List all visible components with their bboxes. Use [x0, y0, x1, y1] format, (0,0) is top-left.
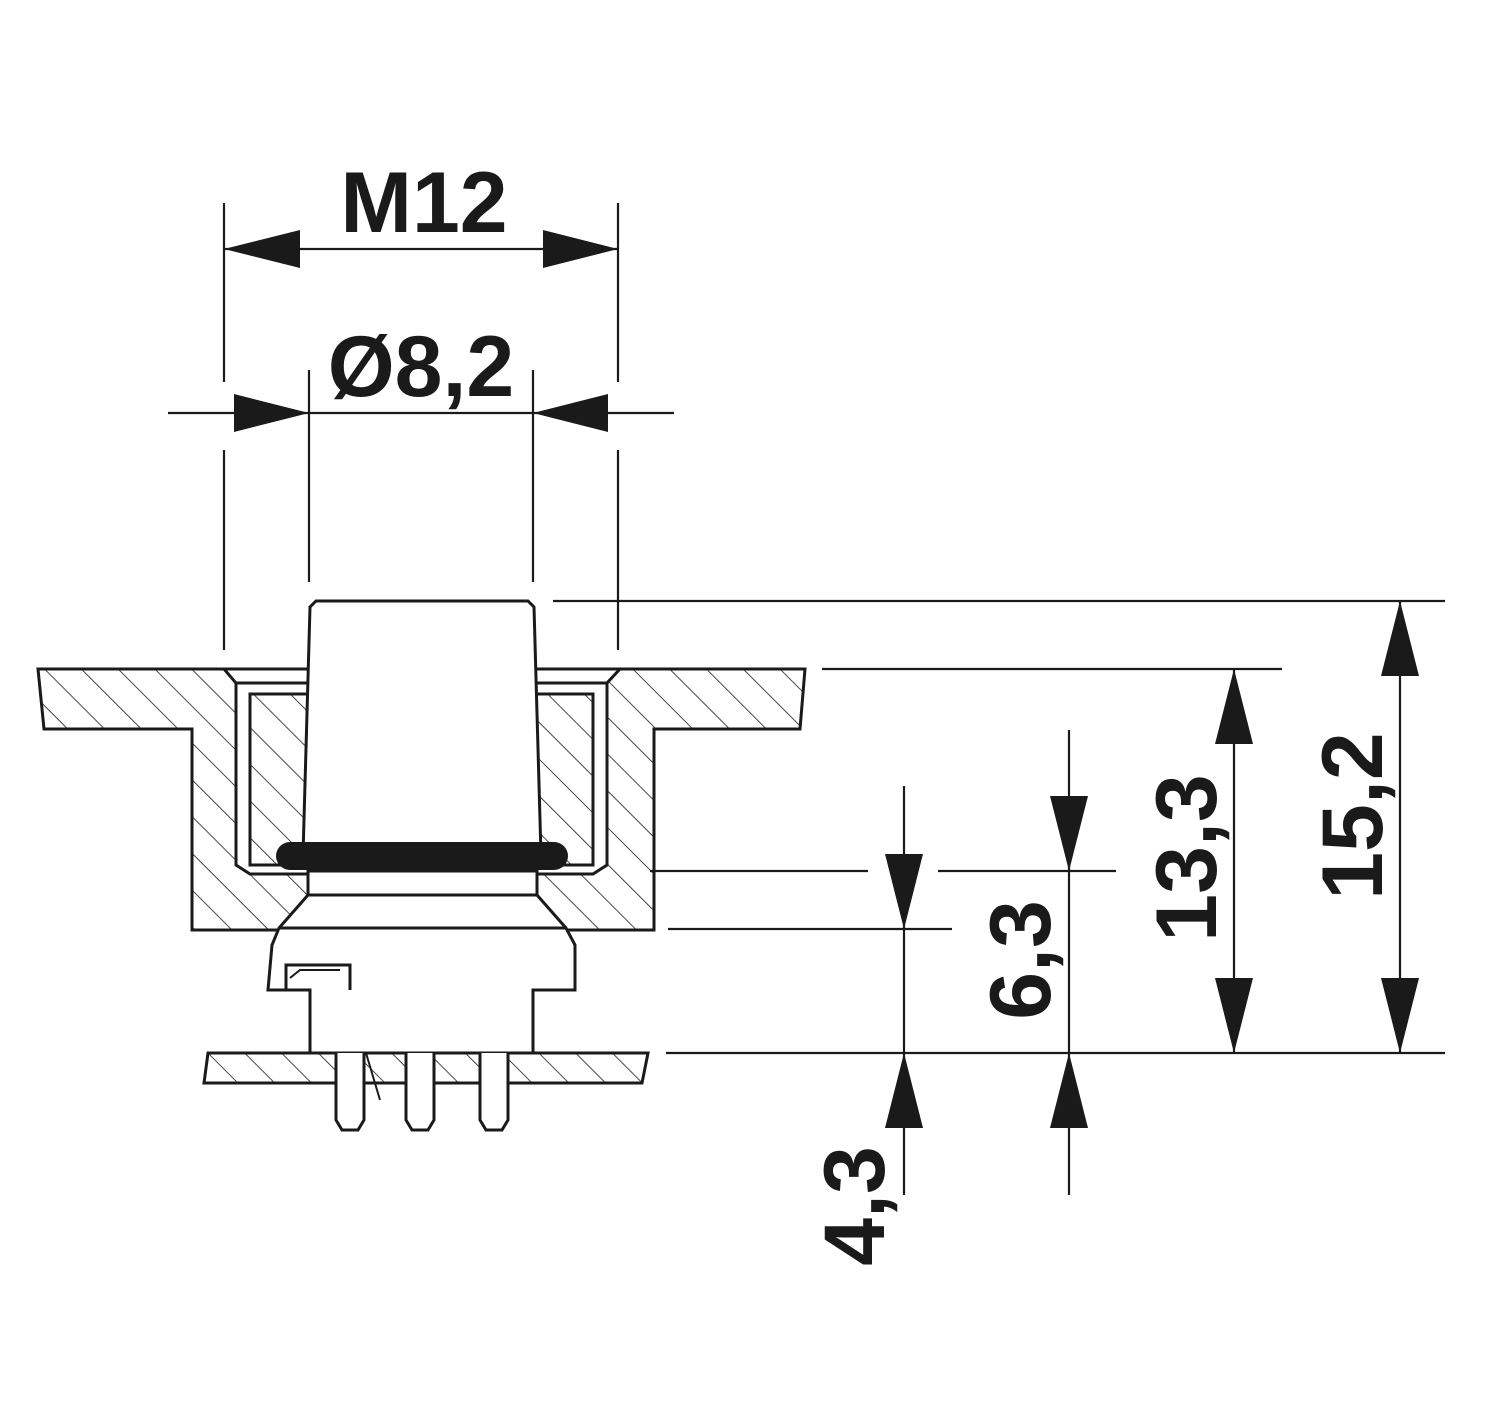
- dim-label-seal-to-pcb: 6,3: [973, 900, 1069, 1020]
- arrow-dia-right: [533, 394, 608, 432]
- dimension-arrows: [224, 230, 1419, 1128]
- arrow-m12-left: [224, 230, 300, 268]
- dim-label-flange-to-pcb: 4,3: [807, 1146, 903, 1266]
- arrow-dia-left: [234, 394, 309, 432]
- dim-label-housing-height: 13,3: [1139, 774, 1235, 941]
- dim-label-overall-height: 15,2: [1305, 732, 1401, 899]
- arrow-43-bottom: [885, 1053, 923, 1128]
- dim-label-m12: M12: [340, 155, 507, 251]
- arrow-152-bottom: [1381, 978, 1419, 1053]
- dim-label-diameter: Ø8,2: [328, 319, 514, 415]
- arrow-m12-right: [543, 230, 618, 268]
- arrow-133-top: [1215, 669, 1253, 744]
- arrow-63-top: [1050, 796, 1088, 871]
- arrow-43-top: [885, 854, 923, 929]
- arrow-152-top: [1381, 601, 1419, 676]
- connector-pins: [334, 1052, 510, 1132]
- arrow-63-bottom: [1050, 1053, 1088, 1128]
- extension-lines: [222, 203, 1445, 1055]
- o-ring-seal: [276, 842, 568, 870]
- connector-body: [266, 599, 577, 1055]
- arrow-133-bottom: [1215, 978, 1253, 1053]
